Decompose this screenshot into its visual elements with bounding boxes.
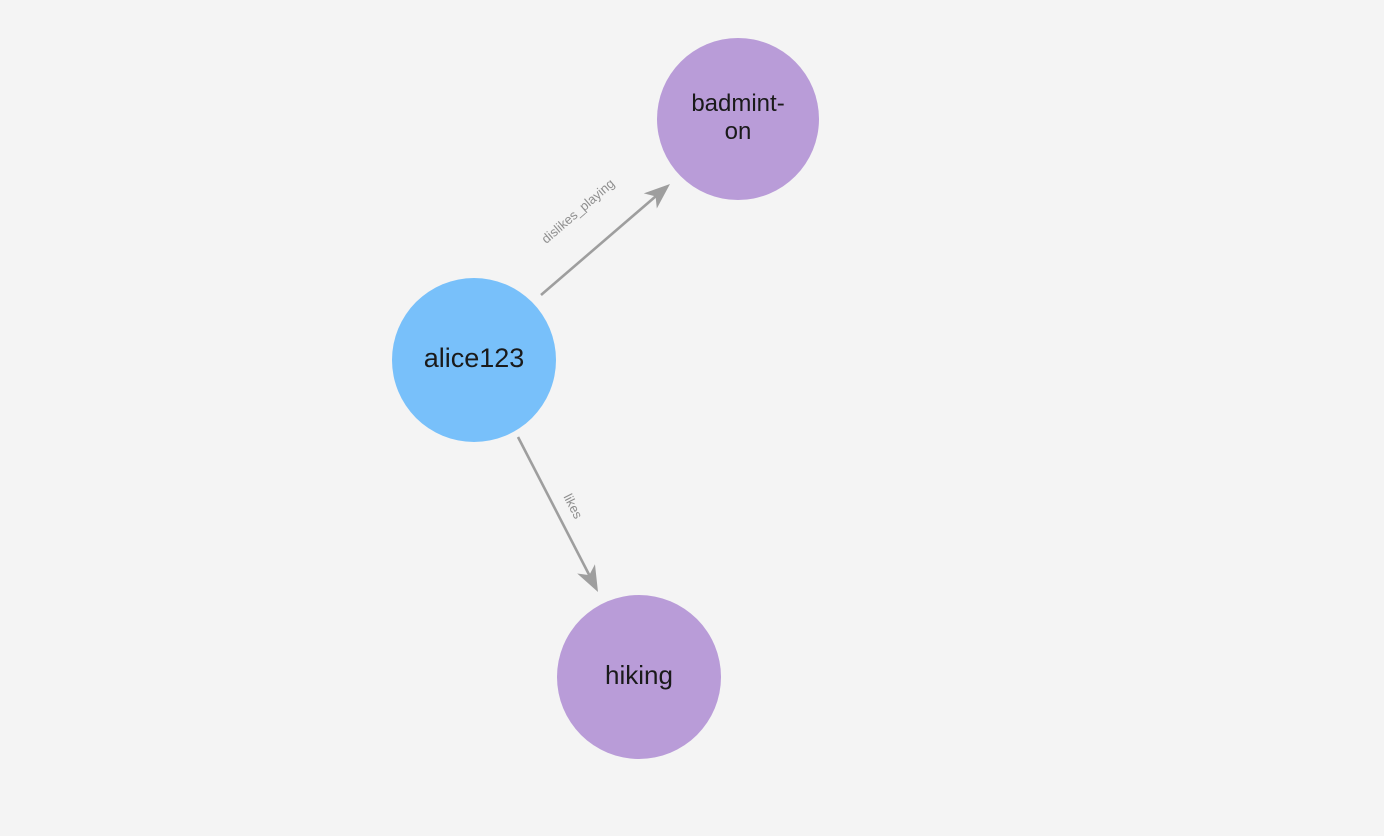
- graph-node-alice123[interactable]: alice123: [392, 278, 556, 442]
- node-circle[interactable]: [392, 278, 556, 442]
- edge-arrowhead-icon: [643, 184, 670, 209]
- graph-node-hiking[interactable]: hiking: [557, 595, 721, 759]
- graph-edge[interactable]: dislikes_playing: [538, 176, 670, 296]
- graph-node-badminton[interactable]: badmint-on: [657, 38, 819, 200]
- edge-arrowhead-icon: [577, 564, 598, 592]
- graph-edge[interactable]: likes: [516, 436, 598, 592]
- edge-label: dislikes_playing: [538, 176, 617, 247]
- edge-line: [516, 436, 591, 577]
- node-circle[interactable]: [557, 595, 721, 759]
- edge-label: likes: [561, 491, 586, 521]
- edge-line: [540, 194, 658, 296]
- nodes-layer: alice123 badmint-on hiking: [392, 38, 819, 759]
- node-circle[interactable]: [657, 38, 819, 200]
